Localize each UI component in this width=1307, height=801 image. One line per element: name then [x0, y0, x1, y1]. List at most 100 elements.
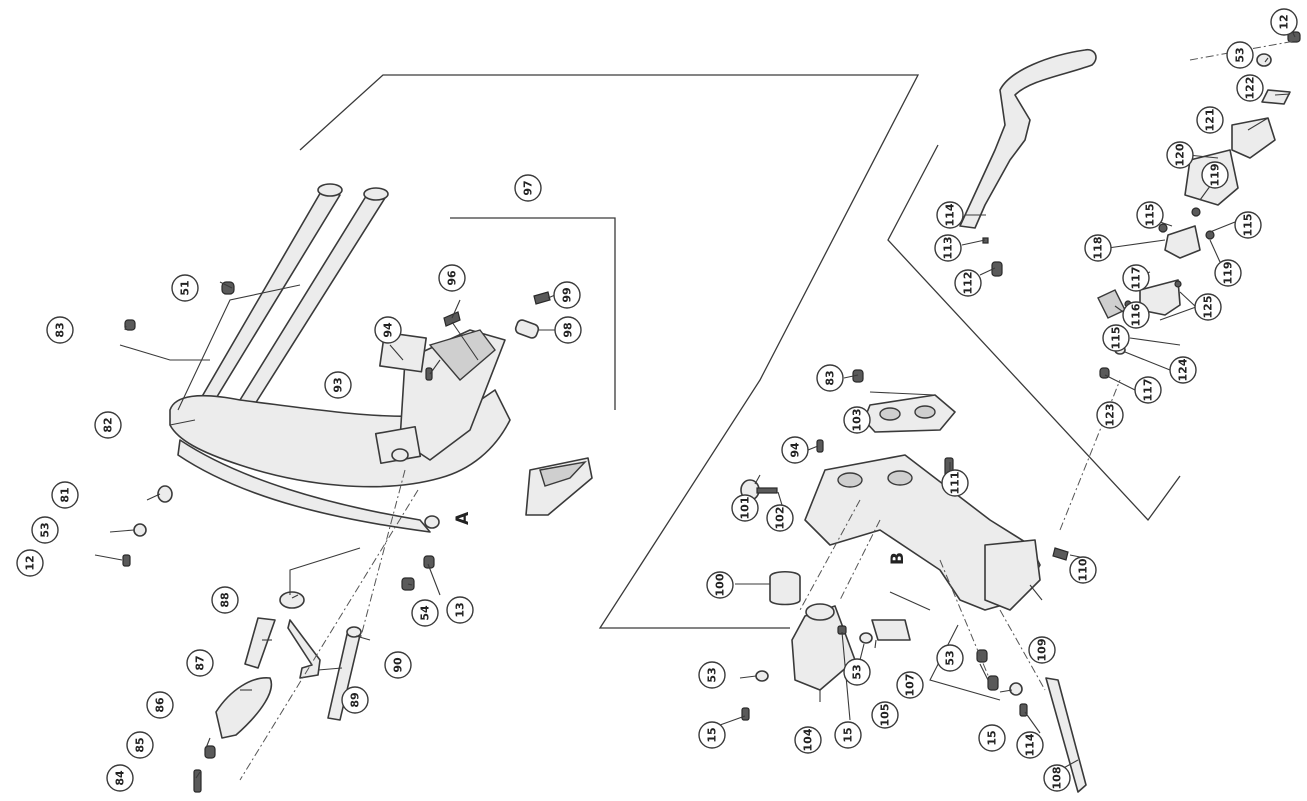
svg-text:84: 84 — [114, 770, 127, 786]
detail-letter-b: B — [888, 552, 908, 565]
svg-text:87: 87 — [194, 655, 207, 670]
callout-54: 54 — [411, 599, 439, 627]
callout-122: 122 — [1236, 74, 1264, 102]
svg-text:94: 94 — [789, 442, 802, 458]
svg-text:110: 110 — [1077, 558, 1090, 581]
callout-94-left: 94 — [374, 316, 402, 344]
svg-text:103: 103 — [851, 409, 864, 432]
svg-text:119: 119 — [1209, 164, 1222, 187]
callout-117-upper: 117 — [1122, 264, 1150, 292]
svg-text:115: 115 — [1242, 214, 1255, 237]
callout-100: 100 — [706, 571, 734, 599]
svg-text:54: 54 — [419, 605, 432, 621]
callout-116: 116 — [1122, 301, 1150, 329]
callout-104: 104 — [794, 726, 822, 754]
callout-97: 97 — [514, 174, 542, 202]
callout-53-left: 53 — [31, 516, 59, 544]
callout-125: 125 — [1194, 293, 1222, 321]
callout-81: 81 — [51, 481, 79, 509]
callout-12-left: 12 — [16, 549, 44, 577]
left-hardware — [122, 281, 593, 591]
callout-111: 111 — [941, 469, 969, 497]
callout-86: 86 — [146, 691, 174, 719]
svg-text:15: 15 — [706, 727, 719, 742]
callout-103: 103 — [843, 406, 871, 434]
frame-outline-a — [299, 74, 920, 629]
callout-113: 113 — [934, 234, 962, 262]
svg-text:113: 113 — [942, 237, 955, 260]
svg-text:114: 114 — [944, 203, 957, 226]
svg-text:99: 99 — [561, 287, 574, 302]
svg-text:53: 53 — [39, 522, 52, 537]
svg-text:111: 111 — [949, 472, 962, 495]
callout-89: 89 — [341, 686, 369, 714]
callout-53-center-right: 15 — [978, 724, 1006, 752]
callout-101: 101 — [731, 494, 759, 522]
svg-text:102: 102 — [774, 507, 787, 530]
svg-text:101: 101 — [739, 497, 752, 520]
svg-text:53: 53 — [944, 650, 957, 665]
callout-109: 109 — [1028, 636, 1056, 664]
svg-text:100: 100 — [714, 573, 727, 596]
svg-text:123: 123 — [1104, 404, 1117, 427]
svg-text:117: 117 — [1142, 379, 1155, 402]
svg-text:82: 82 — [102, 417, 115, 432]
svg-text:15: 15 — [842, 727, 855, 742]
svg-text:94: 94 — [382, 322, 395, 338]
svg-text:98: 98 — [562, 322, 575, 337]
detail-letter-a: A — [453, 511, 473, 525]
svg-text:118: 118 — [1092, 237, 1105, 260]
lever-assembly — [193, 591, 362, 793]
right-assembly — [959, 31, 1301, 379]
callout-119-bottom: 119 — [1214, 259, 1242, 287]
callout-15-center-mid: 15 — [834, 721, 862, 749]
center-assembly — [740, 369, 1087, 793]
svg-text:119: 119 — [1222, 262, 1235, 285]
callout-13: 13 — [446, 596, 474, 624]
svg-text:15: 15 — [986, 730, 999, 745]
svg-text:85: 85 — [134, 737, 147, 752]
svg-text:97: 97 — [522, 180, 535, 195]
callout-83-left: 83 — [46, 316, 74, 344]
callout-119-top: 119 — [1201, 161, 1229, 189]
callout-117-lower: 117 — [1134, 376, 1162, 404]
svg-text:104: 104 — [802, 728, 815, 751]
svg-text:83: 83 — [824, 370, 837, 385]
svg-text:13: 13 — [454, 602, 467, 617]
svg-text:109: 109 — [1036, 639, 1049, 662]
callout-15-center-right: 114 — [1016, 731, 1044, 759]
callout-87: 87 — [186, 649, 214, 677]
callout-112: 112 — [954, 269, 982, 297]
svg-text:112: 112 — [962, 272, 975, 295]
svg-text:121: 121 — [1204, 109, 1217, 132]
callout-98: 98 — [554, 316, 582, 344]
svg-text:107: 107 — [904, 674, 917, 697]
callout-53-center-mid: 53 — [843, 658, 871, 686]
svg-text:12: 12 — [1278, 14, 1291, 29]
callout-115-upper: 115 — [1136, 201, 1164, 229]
callout-108: 108 — [1043, 764, 1071, 792]
callout-93: 93 — [324, 371, 352, 399]
callout-110: 110 — [1069, 556, 1097, 584]
svg-text:53: 53 — [851, 664, 864, 679]
svg-text:90: 90 — [392, 657, 405, 673]
callout-96: 96 — [438, 264, 466, 292]
svg-text:116: 116 — [1130, 303, 1143, 326]
svg-text:114: 114 — [1024, 733, 1037, 756]
svg-text:83: 83 — [54, 322, 67, 337]
callout-99: 99 — [553, 281, 581, 309]
callout-118: 118 — [1084, 234, 1112, 262]
svg-text:96: 96 — [446, 270, 459, 286]
callout-102: 102 — [766, 504, 794, 532]
callout-123: 123 — [1096, 401, 1124, 429]
callout-114: 114 — [936, 201, 964, 229]
callout-121: 121 — [1196, 106, 1224, 134]
svg-text:120: 120 — [1174, 143, 1187, 166]
callout-83-center: 83 — [816, 364, 844, 392]
callout-53-center-left: 53 — [698, 661, 726, 689]
callout-94-center: 94 — [781, 436, 809, 464]
svg-text:105: 105 — [879, 704, 892, 727]
callout-51: 51 — [171, 274, 199, 302]
callout-115-lower: 115 — [1102, 324, 1130, 352]
